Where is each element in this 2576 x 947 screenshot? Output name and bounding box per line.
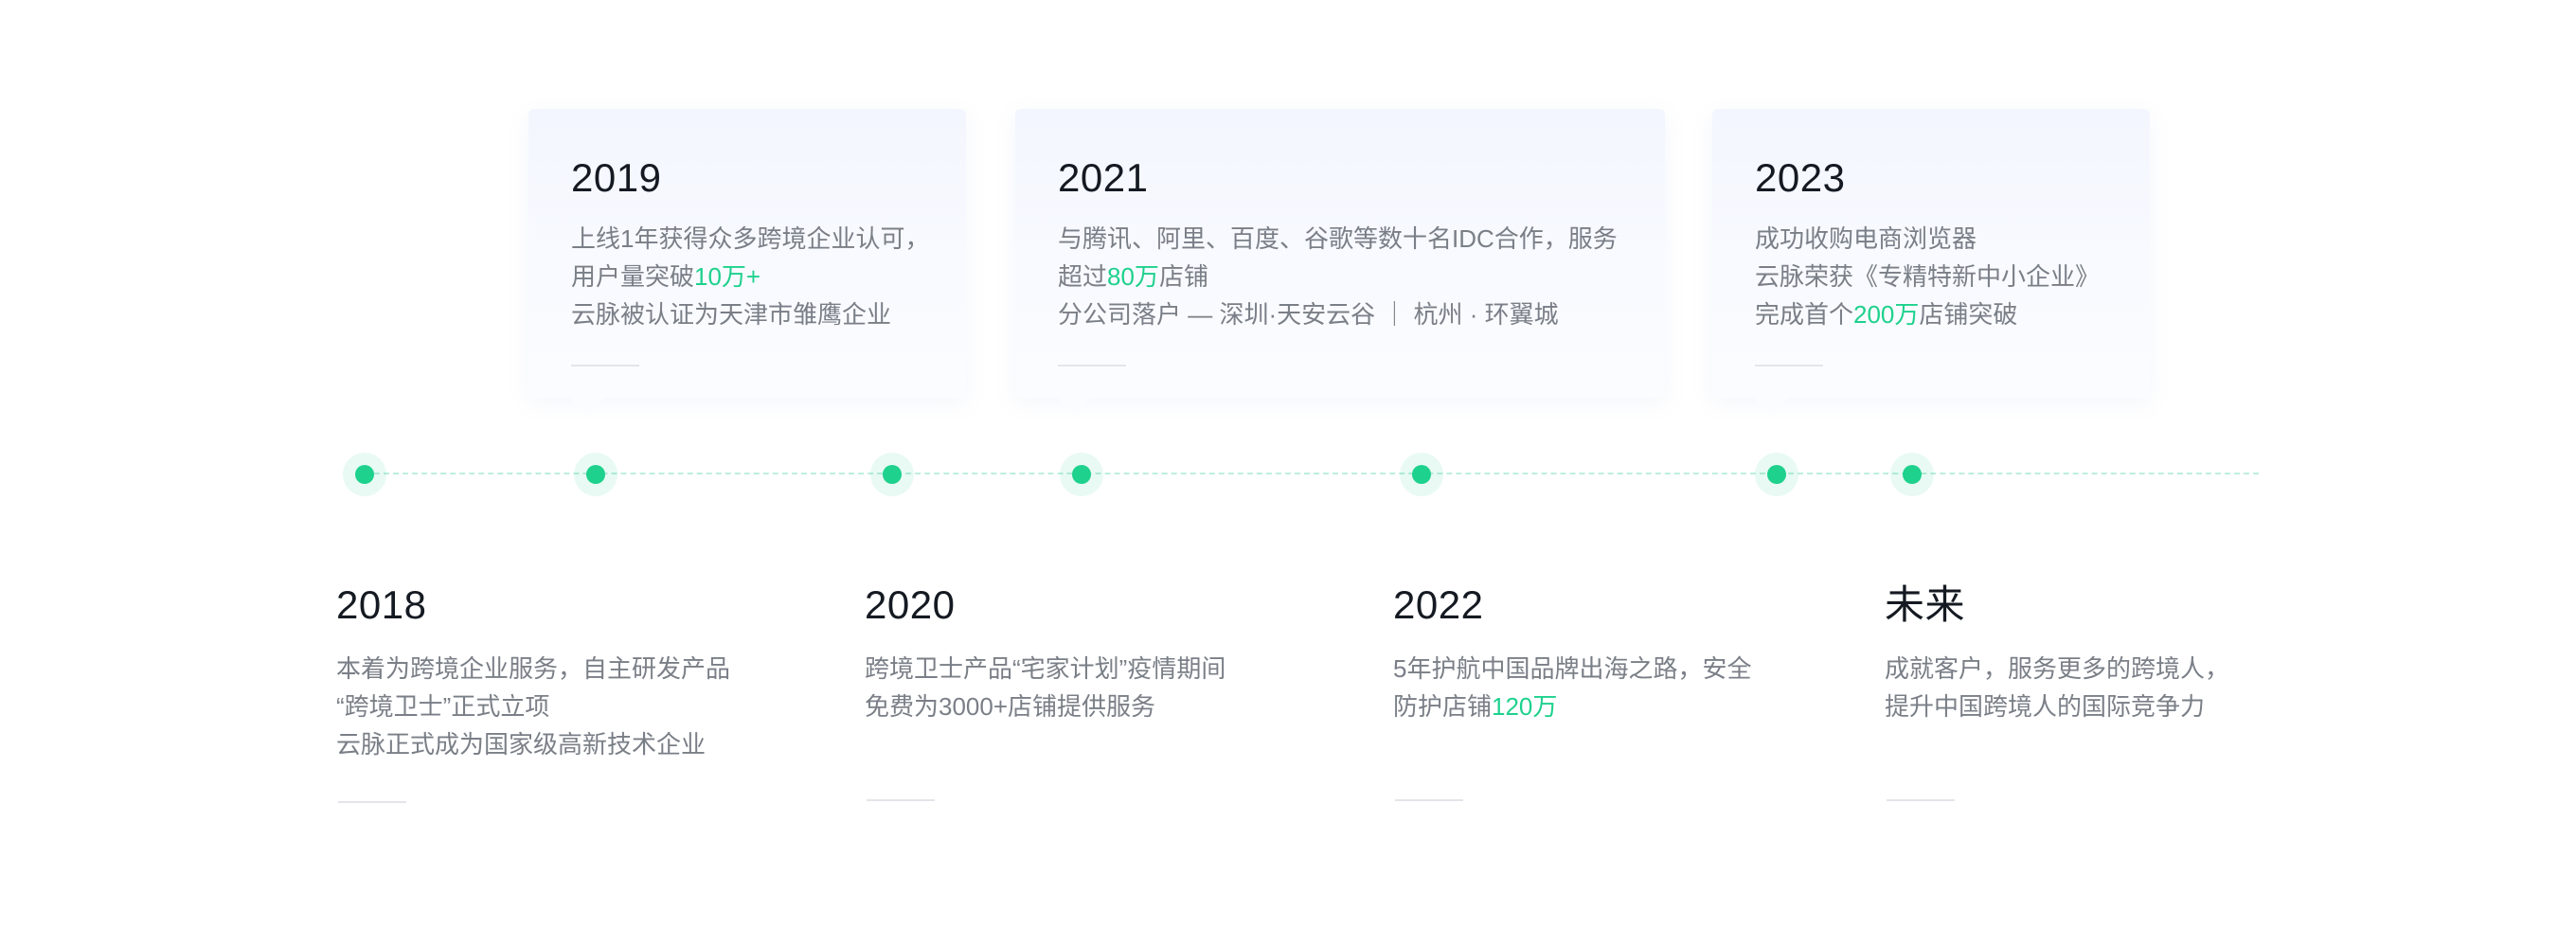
- milestone-card-2021: 2021 与腾讯、阿里、百度、谷歌等数十名IDC合作，服务超过80万店铺分公司落…: [1015, 109, 1665, 415]
- timeline-dot-2019: [574, 453, 617, 496]
- milestone-2020: 2020 跨境卫士产品“宅家计划”疫情期间免费为3000+店铺提供服务: [865, 582, 1225, 801]
- milestone-card-2023: 2023 成功收购电商浏览器云脉荣获《专精特新中小企业》完成首个200万店铺突破: [1712, 109, 2150, 415]
- milestone-year: 2022: [1393, 582, 1484, 627]
- description-line: 用户量突破10万+: [571, 258, 929, 295]
- milestone-year: 2020: [865, 582, 956, 627]
- description-text: 分公司落户 — 深圳·天安云谷 ｜ 杭州 · 环翼城: [1058, 300, 1559, 329]
- timeline-dot-2018: [343, 453, 386, 496]
- description-text: 超过: [1058, 262, 1108, 291]
- description-line: 完成首个200万店铺突破: [1755, 295, 2100, 333]
- description-text: 免费为3000+店铺提供服务: [865, 692, 1156, 721]
- description-text: 成就客户，服务更多的跨境人，: [1885, 654, 2230, 683]
- description-line: 5年护航中国品牌出海之路，安全: [1393, 650, 1751, 688]
- timeline-dot-core: [1412, 465, 1431, 484]
- timeline-dot-core: [1072, 465, 1091, 484]
- highlight-value: 10万+: [694, 262, 761, 291]
- description-line: 云脉被认证为天津市雏鹰企业: [571, 295, 929, 333]
- item-underline: [1395, 799, 1463, 801]
- description-text: 云脉荣获《专精特新中小企业》: [1755, 262, 2101, 291]
- timeline-dot-core: [586, 465, 605, 484]
- description-line: 成就客户，服务更多的跨境人，: [1885, 650, 2229, 688]
- timeline-dot-2023: [1755, 453, 1798, 496]
- description-text: 本着为跨境企业服务，自主研发产品: [336, 654, 731, 683]
- description-text: 与腾讯、阿里、百度、谷歌等数十名IDC合作，服务: [1058, 224, 1618, 253]
- description-line: “跨境卫士”正式立项: [336, 688, 730, 725]
- description-text: 上线1年获得众多跨境企业认可，: [571, 224, 930, 253]
- card-underline: [571, 365, 639, 366]
- milestone-year: 2023: [1755, 155, 1846, 200]
- description-line: 与腾讯、阿里、百度、谷歌等数十名IDC合作，服务: [1058, 220, 1618, 258]
- milestone-description: 成功收购电商浏览器云脉荣获《专精特新中小企业》完成首个200万店铺突破: [1755, 220, 2100, 333]
- item-underline: [338, 801, 406, 803]
- description-text: 提升中国跨境人的国际竞争力: [1885, 692, 2206, 721]
- description-line: 本着为跨境企业服务，自主研发产品: [336, 650, 730, 688]
- timeline-dot-core: [1767, 465, 1786, 484]
- highlight-value: 200万: [1853, 300, 1920, 329]
- milestone-description: 成就客户，服务更多的跨境人， 提升中国跨境人的国际竞争力: [1885, 650, 2229, 725]
- milestone-description: 跨境卫士产品“宅家计划”疫情期间免费为3000+店铺提供服务: [865, 650, 1225, 725]
- timeline-dot-core: [355, 465, 374, 484]
- timeline-dot-2020: [870, 453, 914, 496]
- milestone-description: 与腾讯、阿里、百度、谷歌等数十名IDC合作，服务超过80万店铺分公司落户 — 深…: [1058, 220, 1618, 333]
- milestone-description: 上线1年获得众多跨境企业认可， 用户量突破10万+ 云脉被认证为天津市雏鹰企业: [571, 220, 929, 333]
- milestone-card-2019: 2019 上线1年获得众多跨境企业认可， 用户量突破10万+ 云脉被认证为天津市雏鹰…: [528, 109, 966, 415]
- description-line: 超过80万店铺: [1058, 258, 1618, 295]
- description-line: 分公司落户 — 深圳·天安云谷 ｜ 杭州 · 环翼城: [1058, 295, 1618, 333]
- description-line: 免费为3000+店铺提供服务: [865, 688, 1225, 725]
- highlight-value: 120万: [1492, 692, 1558, 721]
- milestone-description: 5年护航中国品牌出海之路，安全防护店铺120万: [1393, 650, 1751, 725]
- milestone-2018: 2018 本着为跨境企业服务，自主研发产品 “跨境卫士”正式立项云脉正式成为国家级…: [336, 582, 730, 803]
- description-text: 跨境卫士产品“宅家计划”疫情期间: [865, 654, 1226, 683]
- card-underline: [1755, 365, 1823, 366]
- description-text: 用户量突破: [571, 262, 695, 291]
- description-text: 防护店铺: [1393, 692, 1493, 721]
- description-text: 云脉被认证为天津市雏鹰企业: [571, 300, 892, 329]
- milestone-description: 本着为跨境企业服务，自主研发产品 “跨境卫士”正式立项云脉正式成为国家级高新技术企…: [336, 650, 730, 763]
- milestone-2022: 2022 5年护航中国品牌出海之路，安全防护店铺120万: [1393, 582, 1751, 801]
- timeline-dot-2021: [1060, 453, 1103, 496]
- milestone-future: 未来 成就客户，服务更多的跨境人， 提升中国跨境人的国际竞争力: [1885, 582, 2229, 801]
- milestone-year: 2021: [1058, 155, 1149, 200]
- description-text: 完成首个: [1755, 300, 1854, 329]
- description-line: 提升中国跨境人的国际竞争力: [1885, 688, 2229, 725]
- milestone-year: 2019: [571, 155, 662, 200]
- description-text: 成功收购电商浏览器: [1755, 224, 1977, 253]
- milestone-year: 未来: [1885, 582, 1966, 627]
- description-line: 云脉荣获《专精特新中小企业》: [1755, 258, 2100, 295]
- description-line: 成功收购电商浏览器: [1755, 220, 2100, 258]
- milestone-year: 2018: [336, 582, 427, 627]
- description-text: 5年护航中国品牌出海之路，安全: [1393, 654, 1752, 683]
- description-line: 云脉正式成为国家级高新技术企业: [336, 725, 730, 763]
- description-line: 跨境卫士产品“宅家计划”疫情期间: [865, 650, 1225, 688]
- timeline-dot-2022: [1400, 453, 1443, 496]
- description-line: 上线1年获得众多跨境企业认可，: [571, 220, 929, 258]
- item-underline: [1887, 799, 1955, 801]
- timeline-dot-future: [1890, 453, 1934, 496]
- description-text: 店铺突破: [1919, 300, 2018, 329]
- item-underline: [867, 799, 935, 801]
- description-text: “跨境卫士”正式立项: [336, 692, 550, 721]
- card-underline: [1058, 365, 1126, 366]
- timeline-line: [365, 473, 2259, 474]
- description-text: 云脉正式成为国家级高新技术企业: [336, 730, 707, 759]
- description-line: 防护店铺120万: [1393, 688, 1751, 725]
- timeline-dot-core: [1903, 465, 1922, 484]
- description-text: 店铺: [1158, 262, 1208, 291]
- timeline-dot-core: [883, 465, 902, 484]
- highlight-value: 80万: [1107, 262, 1159, 291]
